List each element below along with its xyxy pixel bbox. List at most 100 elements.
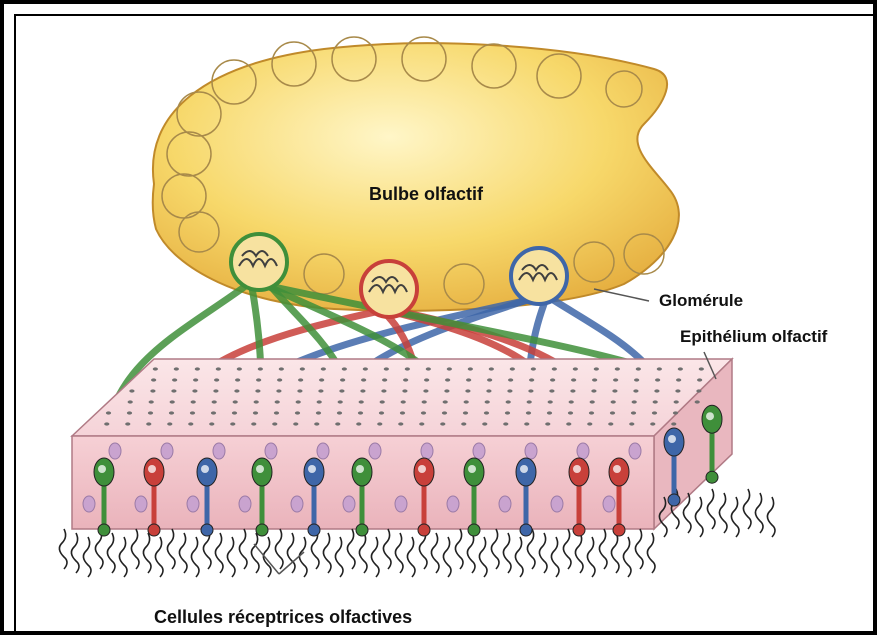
top-dot xyxy=(464,400,469,403)
cilium xyxy=(635,529,643,569)
cilium xyxy=(155,537,163,577)
cell-knob xyxy=(308,524,320,536)
receptor-cell-highlight xyxy=(356,465,364,473)
top-dot xyxy=(678,367,683,370)
receptor-cell-highlight xyxy=(613,465,621,473)
top-dot xyxy=(127,411,132,414)
top-dot xyxy=(170,400,175,403)
top-dot xyxy=(568,411,573,414)
top-dot xyxy=(652,411,657,414)
top-dot xyxy=(695,400,700,403)
top-dot xyxy=(335,422,340,425)
top-dot xyxy=(468,367,473,370)
top-dot xyxy=(655,378,660,381)
top-dot xyxy=(191,400,196,403)
top-dot xyxy=(169,411,174,414)
top-dot xyxy=(300,367,305,370)
nucleus xyxy=(447,496,459,512)
cilium xyxy=(71,533,79,573)
top-dot xyxy=(251,422,256,425)
top-dot xyxy=(531,367,536,370)
top-dot xyxy=(338,400,343,403)
top-dot xyxy=(384,367,389,370)
receptor-cell-highlight xyxy=(256,465,264,473)
glomerule-label: Glomérule xyxy=(659,291,743,311)
top-dot xyxy=(421,411,426,414)
top-dot xyxy=(106,411,111,414)
top-dot xyxy=(611,400,616,403)
top-dot xyxy=(125,422,130,425)
cilium xyxy=(587,537,595,577)
top-dot xyxy=(361,378,366,381)
top-dot xyxy=(296,400,301,403)
cilium xyxy=(455,529,463,569)
top-dot xyxy=(253,411,258,414)
top-dot xyxy=(423,389,428,392)
top-dot xyxy=(590,400,595,403)
cilium xyxy=(239,529,247,569)
cilium xyxy=(251,533,259,573)
top-dot xyxy=(545,422,550,425)
top-dot xyxy=(444,389,449,392)
cilium xyxy=(371,537,379,577)
top-dot xyxy=(272,422,277,425)
cilium xyxy=(83,537,91,577)
top-dot xyxy=(128,400,133,403)
cilium xyxy=(431,533,439,573)
cell-knob xyxy=(573,524,585,536)
top-dot xyxy=(419,422,424,425)
cell-knob xyxy=(613,524,625,536)
glomerulus-blue xyxy=(511,248,567,304)
top-dot xyxy=(550,378,555,381)
top-dot xyxy=(508,378,513,381)
top-dot xyxy=(295,411,300,414)
top-dot xyxy=(527,400,532,403)
top-dot xyxy=(104,422,109,425)
top-dot xyxy=(570,389,575,392)
cell-knob xyxy=(256,524,268,536)
top-dot xyxy=(485,400,490,403)
top-dot xyxy=(377,422,382,425)
cilium xyxy=(215,533,223,573)
nucleus xyxy=(343,496,355,512)
receptor-cell-highlight xyxy=(668,435,676,443)
top-dot xyxy=(405,367,410,370)
nucleus xyxy=(395,496,407,512)
top-dot xyxy=(696,389,701,392)
top-dot xyxy=(192,389,197,392)
top-dot xyxy=(209,422,214,425)
nucleus xyxy=(109,443,121,459)
top-dot xyxy=(443,400,448,403)
nucleus xyxy=(265,443,277,459)
top-dot xyxy=(675,389,680,392)
top-dot xyxy=(148,411,153,414)
top-dot xyxy=(615,367,620,370)
top-dot xyxy=(424,378,429,381)
top-dot xyxy=(505,411,510,414)
cell-knob xyxy=(356,524,368,536)
top-dot xyxy=(589,411,594,414)
top-dot xyxy=(232,411,237,414)
nucleus xyxy=(499,496,511,512)
top-dot xyxy=(636,367,641,370)
cell-knob xyxy=(98,524,110,536)
top-dot xyxy=(321,367,326,370)
cilium xyxy=(107,533,115,573)
cilium xyxy=(323,533,331,573)
top-dot xyxy=(298,378,303,381)
top-dot xyxy=(571,378,576,381)
top-dot xyxy=(697,378,702,381)
cell-knob xyxy=(201,524,213,536)
top-dot xyxy=(482,422,487,425)
top-dot xyxy=(151,378,156,381)
top-dot xyxy=(382,378,387,381)
top-dot xyxy=(400,411,405,414)
cell-knob xyxy=(668,494,680,506)
glomerulus-green xyxy=(231,234,287,290)
top-dot xyxy=(524,422,529,425)
top-dot xyxy=(506,400,511,403)
top-dot xyxy=(461,422,466,425)
cilium xyxy=(131,529,139,569)
top-dot xyxy=(629,422,634,425)
top-dot xyxy=(634,378,639,381)
